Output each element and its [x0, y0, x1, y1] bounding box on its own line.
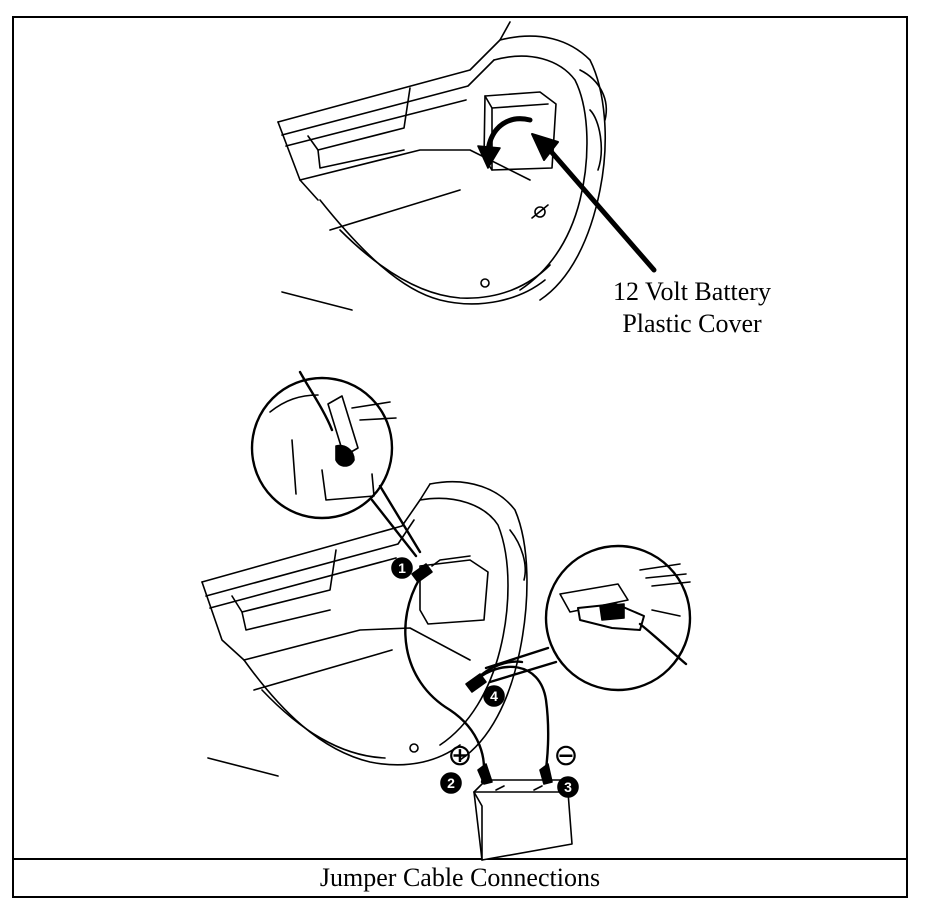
battery-callout-line-1: 12 Volt Battery	[613, 277, 771, 306]
negative-symbol: ⊖	[553, 738, 578, 773]
marker-4: 4	[483, 685, 505, 707]
marker-1: 1	[391, 557, 413, 579]
detail-ground-contents	[559, 563, 691, 666]
marker-3: 3	[557, 776, 579, 798]
marker-3-text: 3	[564, 779, 572, 795]
marker-2: 2	[440, 772, 462, 794]
battery-callout-line-2: Plastic Cover	[622, 309, 762, 338]
detail-circle-positive	[250, 376, 394, 520]
caption-bar: Jumper Cable Connections	[14, 858, 906, 896]
positive-symbol: ⊕	[447, 738, 472, 773]
trunk-top-drawing	[277, 21, 657, 311]
marker-2-text: 2	[447, 775, 455, 791]
marker-4-text: 4	[490, 688, 498, 704]
trunk-bottom-drawing: 1 4 2 3 ⊕ ⊖	[201, 370, 692, 861]
figure-frame: Jumper Cable Connections	[12, 16, 908, 898]
detail-positive-contents	[269, 370, 397, 501]
figure-caption: Jumper Cable Connections	[319, 863, 601, 892]
marker-1-text: 1	[398, 560, 406, 576]
